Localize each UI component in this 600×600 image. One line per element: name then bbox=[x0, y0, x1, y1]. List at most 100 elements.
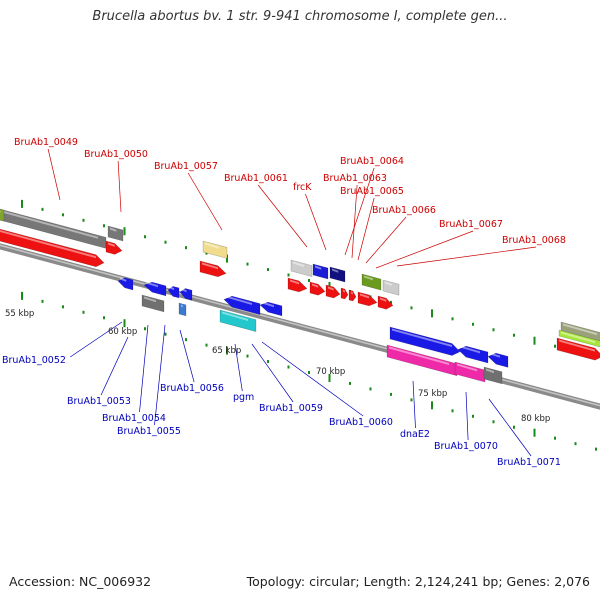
gene-label-reverse[interactable]: BruAb1_0053 bbox=[67, 396, 131, 407]
tick-mark bbox=[431, 401, 433, 410]
gene-label-forward[interactable]: BruAb1_0049 bbox=[14, 137, 78, 148]
gene-bruab1-0050-cds-shine bbox=[108, 242, 115, 247]
tick-mark bbox=[492, 420, 495, 424]
gene-label-reverse[interactable]: dnaE2 bbox=[400, 429, 430, 440]
gene-label-reverse[interactable]: BruAb1_0052 bbox=[2, 355, 66, 366]
gene-label-forward[interactable]: BruAb1_0063 bbox=[323, 173, 387, 184]
tick-mark bbox=[451, 317, 454, 321]
leader-line-reverse bbox=[70, 321, 123, 358]
gene-bruab1-0049-cds-shine bbox=[0, 230, 96, 259]
gene-bruab1-0063 bbox=[329, 266, 346, 283]
gene-bruab1-0053-shine bbox=[146, 281, 158, 288]
gene-pgm bbox=[223, 295, 261, 316]
tick-mark bbox=[533, 336, 536, 345]
tick-mark bbox=[267, 360, 269, 364]
tick-mark bbox=[185, 338, 187, 342]
tick-mark bbox=[82, 310, 85, 314]
gene-bruab1-0064-shine bbox=[343, 289, 345, 293]
leader-line-forward bbox=[257, 184, 308, 248]
gene-bruab1-0052 bbox=[117, 277, 134, 291]
gene-label-forward[interactable]: BruAb1_0066 bbox=[372, 205, 436, 216]
gene-bruab1-0056 bbox=[178, 302, 187, 317]
gene-labels: BruAb1_0049BruAb1_0050BruAb1_0057BruAb1_… bbox=[2, 137, 566, 468]
tick-mark bbox=[205, 343, 208, 347]
gene-label-reverse[interactable]: BruAb1_0060 bbox=[329, 417, 393, 428]
accession-text: Accession: NC_006932 bbox=[9, 574, 152, 589]
scale-label: 70 kbp bbox=[316, 367, 345, 377]
scale-label: 60 kbp bbox=[108, 327, 137, 337]
gene-label-forward[interactable]: BruAb1_0068 bbox=[502, 235, 566, 246]
gene-bruab1-0067 bbox=[382, 279, 400, 296]
gene-bruab1-0067-shine bbox=[385, 281, 392, 286]
gene-bruab1-0057-cds bbox=[199, 260, 227, 278]
gene-label-reverse[interactable]: BruAb1_0059 bbox=[259, 403, 323, 414]
tick-mark bbox=[390, 300, 392, 304]
gene-bruab1-0055-shine bbox=[182, 288, 187, 293]
gene-bruab1-0068-cds-shine bbox=[559, 339, 595, 352]
gene-label-reverse[interactable]: BruAb1_0070 bbox=[434, 441, 498, 452]
tick-mark bbox=[472, 414, 474, 418]
tick-mark bbox=[267, 268, 269, 272]
tick-mark bbox=[595, 447, 597, 451]
gene-label-forward[interactable]: BruAb1_0064 bbox=[340, 156, 404, 167]
gene-bruab1-0068-green-shine bbox=[561, 331, 595, 344]
gene-bruab1-0071-shine bbox=[490, 352, 500, 358]
leader-line-forward bbox=[305, 193, 327, 251]
gene-label-forward[interactable]: frcK bbox=[293, 182, 312, 193]
gene-label-forward[interactable]: BruAb1_0050 bbox=[84, 149, 148, 160]
leader-line-reverse bbox=[100, 336, 129, 396]
leader-line-forward bbox=[47, 148, 61, 201]
gene-label-forward[interactable]: BruAb1_0067 bbox=[439, 219, 503, 230]
gene-bruab1-0050 bbox=[107, 225, 124, 242]
gene-bruab1-0061-cds-shine bbox=[290, 279, 299, 285]
gene-label-forward[interactable]: BruAb1_0057 bbox=[154, 161, 218, 172]
gene-dnae2-shine bbox=[389, 346, 449, 366]
gene-label-reverse[interactable]: BruAb1_0056 bbox=[160, 383, 224, 394]
leader-line-forward bbox=[117, 160, 122, 213]
gene-bruab1-0068 bbox=[560, 321, 600, 343]
gene-label-reverse[interactable]: BruAb1_0055 bbox=[117, 426, 181, 437]
leader-line-reverse bbox=[139, 324, 149, 413]
gene-bruab1-0056-shine bbox=[181, 304, 183, 308]
tick-mark bbox=[451, 409, 454, 413]
gene-bruab1-0053-grey bbox=[141, 294, 165, 313]
gene-bruab1-0061 bbox=[290, 259, 313, 277]
gene-label-reverse[interactable]: BruAb1_0071 bbox=[497, 457, 561, 468]
tick-mark bbox=[103, 316, 105, 320]
gene-dnae2-blue-shine bbox=[392, 328, 452, 348]
gene-bruab1-0059-shine bbox=[262, 301, 274, 308]
gene-bruab1-0061-cds bbox=[287, 277, 308, 293]
gene-bruab1-0066-cds-shine bbox=[360, 293, 369, 299]
tick-mark bbox=[144, 327, 146, 331]
gene-label-reverse[interactable]: BruAb1_0054 bbox=[102, 413, 166, 424]
tick-mark bbox=[185, 246, 187, 250]
gene-label-forward[interactable]: BruAb1_0061 bbox=[224, 173, 288, 184]
gene-frck-cds bbox=[309, 281, 326, 296]
gene-dnae2-blue bbox=[389, 326, 461, 356]
gene-label-reverse[interactable]: pgm bbox=[233, 392, 254, 403]
tick-mark bbox=[123, 227, 126, 236]
scale-label: 75 kbp bbox=[418, 389, 447, 399]
tick-mark bbox=[533, 428, 536, 437]
gene-bruab1-0068-cds bbox=[556, 337, 600, 361]
tick-mark bbox=[62, 305, 64, 309]
gene-bruab1-0070 bbox=[457, 345, 489, 364]
tick-mark bbox=[226, 254, 228, 263]
gene-bruab1-0068-green bbox=[558, 329, 600, 348]
gene-label-forward[interactable]: BruAb1_0065 bbox=[340, 186, 404, 197]
leader-line-reverse bbox=[234, 343, 243, 392]
gene-bruab1-0054 bbox=[167, 285, 180, 299]
tick-mark bbox=[554, 344, 556, 348]
gene-bruab1-0053-grey-shine bbox=[144, 296, 156, 303]
leader-line-reverse bbox=[154, 324, 166, 426]
tick-mark bbox=[103, 224, 105, 228]
tick-mark bbox=[574, 442, 577, 446]
tick-mark bbox=[144, 235, 146, 239]
tick-mark bbox=[513, 333, 515, 337]
gene-bruab1-0070-pink-shine bbox=[457, 363, 477, 372]
gene-pgm-shine bbox=[226, 295, 252, 305]
gene-bruab1-0065 bbox=[348, 289, 357, 302]
gene-bruab1-0059 bbox=[259, 301, 283, 317]
leader-line-forward bbox=[351, 184, 358, 259]
